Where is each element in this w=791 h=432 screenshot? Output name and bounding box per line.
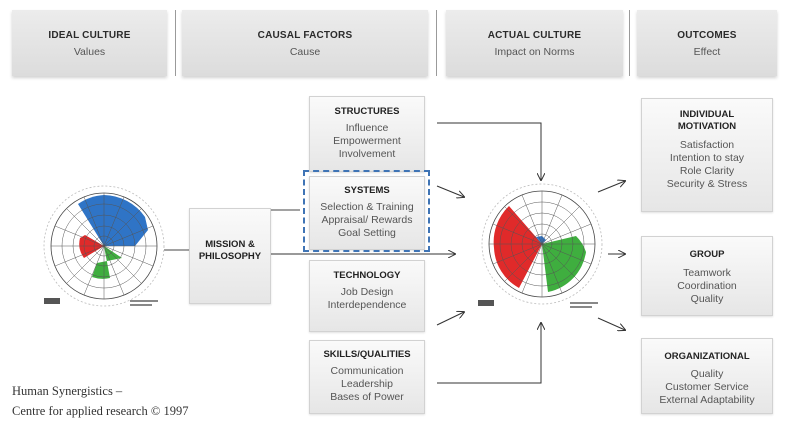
blue-segment bbox=[78, 195, 104, 246]
box-item: Goal Setting bbox=[338, 227, 396, 239]
box-item: External Adaptability bbox=[659, 394, 755, 406]
mission-philosophy-box: MISSION & PHILOSOPHY bbox=[189, 208, 271, 304]
red-segment bbox=[493, 206, 542, 288]
box-item: Quality bbox=[690, 368, 724, 380]
red-segment bbox=[79, 235, 104, 258]
header-subtitle: Effect bbox=[693, 46, 721, 58]
box-title: MOTIVATION bbox=[677, 121, 737, 132]
box-title: ORGANIZATIONAL bbox=[664, 351, 750, 362]
box-title: SYSTEMS bbox=[344, 185, 390, 196]
ideal-culture-circumplex bbox=[43, 185, 165, 307]
arrow-systems bbox=[436, 185, 464, 197]
box-item: Customer Service bbox=[665, 381, 749, 393]
header-title: IDEAL CULTURE bbox=[48, 30, 131, 41]
header-ideal-culture: IDEAL CULTURE Values bbox=[12, 10, 167, 76]
arrow-technology bbox=[436, 312, 464, 326]
arrow-organizational bbox=[597, 317, 625, 330]
skills-qualities-box: SKILLS/QUALITIES Communication Leadershi… bbox=[309, 340, 425, 414]
header-causal-factors: CAUSAL FACTORS Cause bbox=[182, 10, 428, 76]
box-item: Appraisal/ Rewards bbox=[321, 214, 413, 226]
box-item: Satisfaction bbox=[679, 139, 735, 151]
box-item: Teamwork bbox=[683, 267, 731, 279]
header-divider bbox=[629, 10, 630, 76]
blue-segment bbox=[104, 195, 148, 246]
box-title: SKILLS/QUALITIES bbox=[323, 349, 411, 360]
actual-culture-circumplex bbox=[478, 183, 603, 308]
header-title: OUTCOMES bbox=[677, 30, 737, 41]
mission-title: MISSION & bbox=[205, 239, 255, 250]
box-title: TECHNOLOGY bbox=[333, 270, 401, 281]
box-item: Job Design bbox=[340, 286, 394, 298]
header-subtitle: Impact on Norms bbox=[494, 46, 575, 58]
box-item: Security & Stress bbox=[666, 178, 748, 190]
header-divider bbox=[436, 10, 437, 76]
arrow-individual bbox=[597, 181, 625, 193]
header-title: ACTUAL CULTURE bbox=[487, 30, 582, 41]
header-actual-culture: ACTUAL CULTURE Impact on Norms bbox=[446, 10, 623, 76]
credit-line-1: Human Synergistics – bbox=[12, 384, 123, 398]
box-item: Bases of Power bbox=[330, 391, 404, 403]
box-title: INDIVIDUAL bbox=[679, 109, 735, 120]
arrow-skills bbox=[437, 323, 541, 384]
box-title: GROUP bbox=[689, 249, 725, 260]
box-item: Selection & Training bbox=[320, 201, 414, 213]
box-item: Empowerment bbox=[333, 135, 401, 147]
structures-box: STRUCTURES Influence Empowerment Involve… bbox=[309, 96, 425, 172]
box-item: Quality bbox=[690, 293, 724, 305]
header-subtitle: Cause bbox=[289, 46, 321, 58]
individual-motivation-box: INDIVIDUAL MOTIVATION Satisfaction Inten… bbox=[641, 98, 773, 212]
box-item: Influence bbox=[345, 122, 389, 134]
box-item: Role Clarity bbox=[679, 165, 735, 177]
systems-highlight bbox=[303, 170, 430, 252]
box-item: Communication bbox=[330, 365, 404, 377]
box-item: Leadership bbox=[341, 378, 393, 390]
technology-box: TECHNOLOGY Job Design Interdependence bbox=[309, 260, 425, 332]
arrow-structures bbox=[437, 122, 541, 180]
header-divider bbox=[175, 10, 176, 76]
mission-title: PHILOSOPHY bbox=[198, 251, 262, 262]
credit-line-2: Centre for applied research © 1997 bbox=[12, 404, 189, 418]
box-item: Interdependence bbox=[327, 299, 407, 311]
box-item: Coordination bbox=[677, 280, 737, 292]
box-item: Intention to stay bbox=[669, 152, 745, 164]
header-title: CAUSAL FACTORS bbox=[257, 30, 353, 41]
box-title: STRUCTURES bbox=[334, 106, 400, 117]
green-segment bbox=[542, 236, 586, 292]
systems-box: SYSTEMS Selection & Training Appraisal/ … bbox=[309, 176, 425, 250]
box-item: Involvement bbox=[338, 148, 396, 160]
blue-segment bbox=[536, 236, 546, 244]
group-box: GROUP Teamwork Coordination Quality bbox=[641, 236, 773, 316]
organizational-box: ORGANIZATIONAL Quality Customer Service … bbox=[641, 338, 773, 414]
header-subtitle: Values bbox=[73, 46, 106, 58]
header-outcomes: OUTCOMES Effect bbox=[637, 10, 777, 76]
green-segment bbox=[92, 246, 122, 279]
